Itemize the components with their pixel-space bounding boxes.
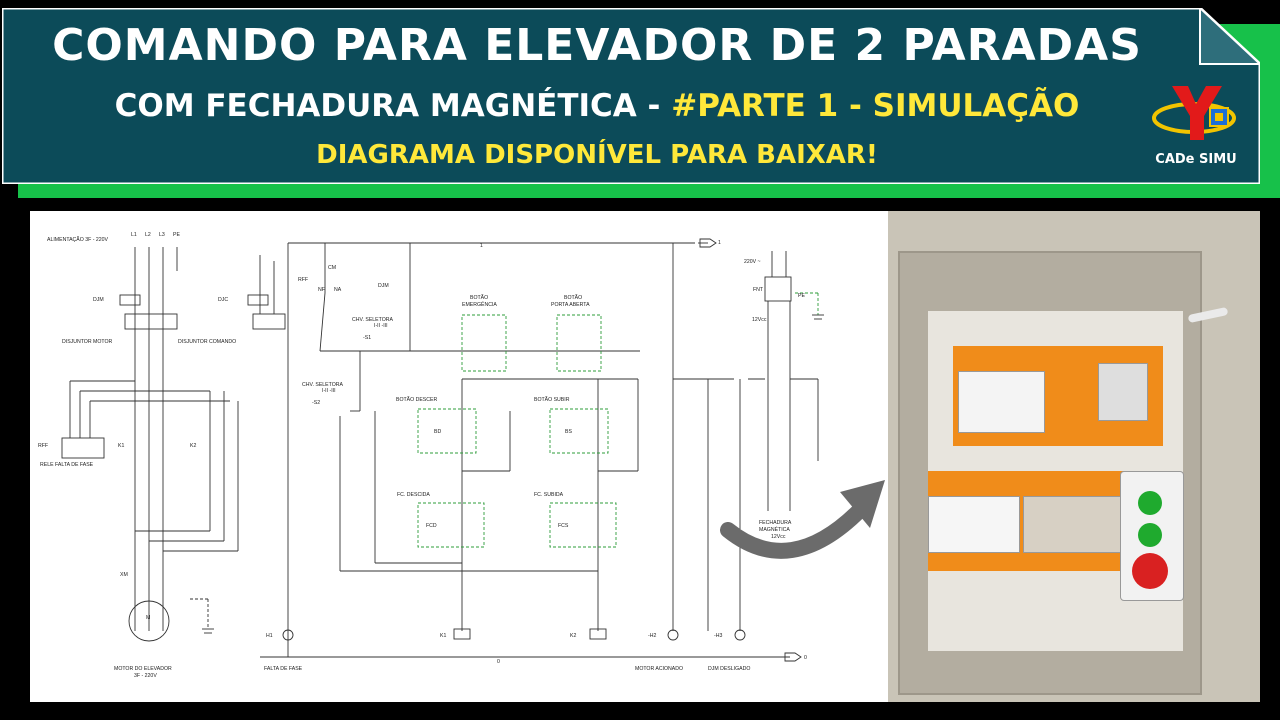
diagram-svg: ALIMENTAÇÃO 3F - 220V L1 L2 L3 PE DJM DJ… bbox=[38, 232, 824, 679]
arrow-icon bbox=[720, 480, 885, 559]
fechadura-label-1: FECHADURA bbox=[759, 520, 792, 526]
banner-shape bbox=[2, 8, 1260, 184]
title-line-2-white: COM FECHADURA MAGNÉTICA - bbox=[114, 88, 672, 124]
terminal-block bbox=[1023, 496, 1125, 553]
rff-label: RFF bbox=[38, 443, 48, 449]
botao-descer-label: BOTÃO DESCER bbox=[396, 396, 437, 403]
fc-subida-label: FC. SUBIDA bbox=[534, 492, 564, 498]
botao-subir-label: BOTÃO SUBIR bbox=[534, 396, 570, 403]
rele-falta-fase-label: RELE FALTA DE FASE bbox=[40, 462, 94, 468]
title-line-2-highlight: #PARTE 1 - SIMULAÇÃO bbox=[671, 88, 1080, 124]
fc-descida-label: FC. DESCIDA bbox=[397, 492, 430, 498]
contactor-block bbox=[928, 496, 1020, 553]
power-supply-block bbox=[1098, 363, 1148, 421]
k2-power-label: K2 bbox=[190, 443, 196, 449]
botao-emergencia-label-1: BOTÃO bbox=[470, 294, 488, 301]
motor-symbol: M bbox=[146, 615, 150, 621]
line-0-label: 0 bbox=[497, 659, 500, 665]
botao-porta-label-2: PORTA ABERTA bbox=[551, 302, 590, 308]
chv-seletora-2-label: CHV. SELETORA bbox=[302, 382, 343, 388]
panel-photo bbox=[888, 211, 1260, 702]
h1-label: H1 bbox=[266, 633, 273, 639]
chv-seletora-1-label: CHV. SELETORA bbox=[352, 317, 393, 323]
v220-label: 220V ~ bbox=[744, 259, 761, 265]
green-button-icon[interactable] bbox=[1138, 491, 1162, 515]
na-label: NA bbox=[334, 287, 342, 293]
s2-label: -S2 bbox=[312, 400, 320, 406]
xm-label: XM bbox=[120, 572, 128, 578]
fnt-label: FNT bbox=[753, 287, 764, 293]
bd-label: BD bbox=[434, 429, 441, 435]
fcd-label: FCD bbox=[426, 523, 437, 529]
fechadura-label-3: 12Vcc bbox=[771, 534, 786, 540]
h2-label: -H2 bbox=[648, 633, 656, 639]
phase-l2: L2 bbox=[145, 232, 151, 238]
rff-control-label: RFF bbox=[298, 277, 308, 283]
fechadura-label-2: MAGNÉTICA bbox=[759, 526, 790, 533]
cade-simu-logo-icon bbox=[1152, 86, 1236, 140]
line-1-terminal: 1 bbox=[718, 240, 721, 246]
line-1-label: 1 bbox=[480, 243, 483, 249]
h3-label: -H3 bbox=[714, 633, 722, 639]
botao-emergencia-label-2: EMERGÊNCIA bbox=[462, 300, 497, 308]
phase-l1: L1 bbox=[131, 232, 137, 238]
phase-pe: PE bbox=[173, 232, 180, 238]
k1-power-label: K1 bbox=[118, 443, 124, 449]
electrical-diagram: ALIMENTAÇÃO 3F - 220V L1 L2 L3 PE DJM DJ… bbox=[30, 211, 888, 702]
k1-coil-label: K1 bbox=[440, 633, 446, 639]
fcs-label: FCS bbox=[558, 523, 569, 529]
k2-coil-label: K2 bbox=[570, 633, 576, 639]
green-button-2-icon[interactable] bbox=[1138, 523, 1162, 547]
chv-seletora-2-positions: I-II -III bbox=[322, 388, 336, 394]
phase-l3: L3 bbox=[159, 232, 165, 238]
title-banner: COMANDO PARA ELEVADOR DE 2 PARADAS COM F… bbox=[2, 8, 1260, 184]
cm-label: CM bbox=[328, 265, 336, 271]
motor-spec: 3F - 220V bbox=[134, 673, 157, 679]
disjuntor-motor-label: DISJUNTOR MOTOR bbox=[62, 339, 112, 345]
djm-label: DJM bbox=[93, 297, 104, 303]
logo-text: CADe SIMU bbox=[1155, 152, 1237, 167]
title-line-1: COMANDO PARA ELEVADOR DE 2 PARADAS bbox=[52, 20, 1142, 71]
motor-acionado-label: MOTOR ACIONADO bbox=[635, 666, 683, 672]
emergency-button-icon[interactable] bbox=[1132, 553, 1168, 589]
title-line-2: COM FECHADURA MAGNÉTICA - #PARTE 1 - SIM… bbox=[2, 88, 1192, 124]
motor-label: MOTOR DO ELEVADOR bbox=[114, 666, 172, 672]
botao-porta-label-1: BOTÃO bbox=[564, 294, 582, 301]
v12-label: 12Vcc bbox=[752, 317, 767, 323]
pe-supply-label: PE bbox=[798, 293, 805, 299]
disjuntor-comando-label: DISJUNTOR COMANDO bbox=[178, 339, 236, 345]
chv-seletora-1-positions: I-II -III bbox=[374, 323, 388, 329]
djm-desligado-label: DJM DESLIGADO bbox=[708, 666, 750, 672]
bs-label: BS bbox=[565, 429, 572, 435]
falta-fase-label: FALTA DE FASE bbox=[264, 666, 303, 672]
supply-label: ALIMENTAÇÃO 3F - 220V bbox=[47, 236, 109, 243]
breaker-block bbox=[958, 371, 1045, 433]
line-0-terminal: 0 bbox=[804, 655, 807, 661]
s1-label: -S1 bbox=[363, 335, 371, 341]
nf-label: NF bbox=[318, 287, 325, 293]
title-line-3: DIAGRAMA DISPONÍVEL PARA BAIXAR! bbox=[316, 140, 878, 170]
djc-label: DJC bbox=[218, 297, 228, 303]
djm-control-label: DJM bbox=[378, 283, 389, 289]
